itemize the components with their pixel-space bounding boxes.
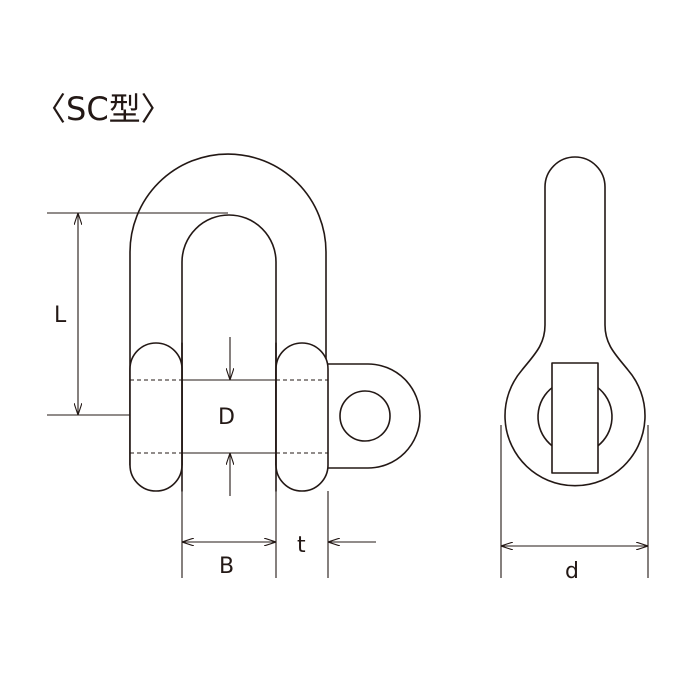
label-B: B xyxy=(219,554,234,579)
dimension-t: t xyxy=(297,491,376,578)
dimension-B: B xyxy=(181,491,277,579)
bow-inner-outline xyxy=(181,214,277,466)
side-profile-outline xyxy=(504,156,646,487)
shackle-front-view xyxy=(129,153,421,492)
dimension-D: D xyxy=(218,337,235,496)
label-D: D xyxy=(218,405,235,430)
left-pin-end xyxy=(129,342,183,492)
label-d: d xyxy=(565,559,579,584)
bolt-eye-hole xyxy=(339,390,391,442)
label-L: L xyxy=(54,303,67,328)
shackle-side-view xyxy=(504,156,646,487)
pin-cross-section xyxy=(551,362,599,474)
bolt-eye-lug xyxy=(325,363,421,469)
diagram-title: 〈SC型〉 xyxy=(34,90,173,128)
label-t: t xyxy=(297,533,306,558)
dimension-L: L xyxy=(47,212,228,416)
right-pin-end xyxy=(275,342,329,492)
dimension-d: d xyxy=(500,425,649,584)
